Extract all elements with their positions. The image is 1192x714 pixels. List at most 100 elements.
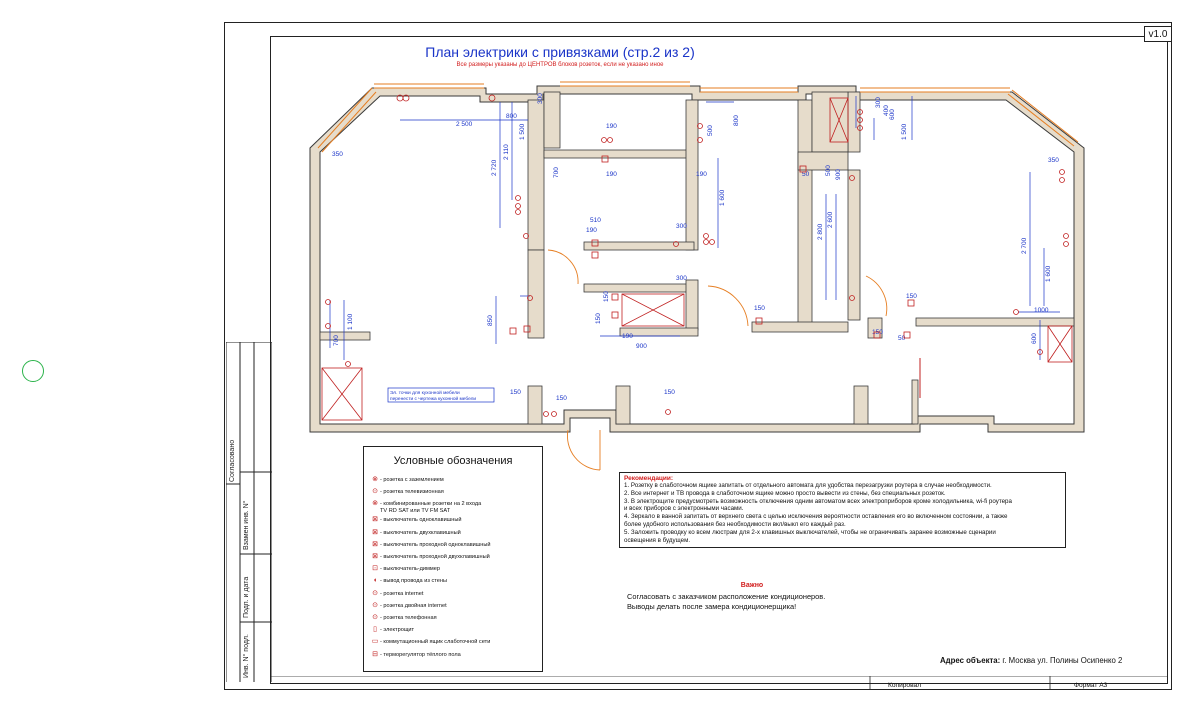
socket-icon [515,195,521,201]
switch-icon [799,165,807,173]
bottom-stamp-lines [270,676,1168,690]
dim-label: 600 [889,109,896,120]
dim-label: 190 [622,333,633,340]
socket-icon [1059,177,1065,183]
socket-icon [402,94,410,102]
recommendation-line: 4. Зеркало в ванной запитать от верхнего… [624,513,1008,521]
address-label: Адрес объекта: [940,656,1001,665]
dim-label: 1 500 [901,123,908,140]
socket-icon [697,137,703,143]
legend-item-label: - выключатель проходной двухклавишный [380,554,490,560]
recommendations-title: Рекомендации: [624,475,674,482]
switch-icon [907,299,915,307]
dim-label: 300 [537,93,544,104]
recommendation-line: 3. В электрощите предусмотреть возможнос… [624,497,1012,505]
address-value: г. Москва ул. Полины Осипенко 2 [1002,656,1123,665]
marker-circle[interactable] [22,360,44,382]
legend-title: Условные обозначения [393,455,513,467]
socket-icon [515,209,521,215]
dim-label: 500 [825,165,832,176]
drawing-frame-outer [224,22,1172,690]
legend-item: ⊟- терморегулятор тёплого пола [370,651,540,659]
switch-icon [611,293,619,301]
dim-label: 150 [664,389,675,396]
recommendation-line: 5. Заложить проводку ко всем люстрам для… [624,528,996,536]
dim-label: 190 [606,171,617,178]
recommendation-line: и всех приборов с электронными часами. [624,505,744,513]
legend-item: ⊠- выключатель одноклавишный [370,517,540,524]
dim-label: 2 800 [817,223,824,240]
socket-icon [709,239,715,245]
socket-icon [849,175,855,181]
socket-icon [345,361,351,367]
dim-label: 150 [754,305,765,312]
legend-symbol-icon: ⊙ [372,488,378,496]
dim-label: 50 [898,335,906,342]
socket-icon [488,94,496,102]
version-badge: v1.0 [1144,26,1172,42]
legend-symbol-icon: ⊙ [372,589,378,597]
socket-icon [857,125,863,131]
legend-item-label: - вывод провода из стены [380,578,447,585]
recommendations-box: Рекомендации: 1. Розетку в слаботочном я… [619,472,1066,548]
socket-icon [523,233,529,239]
dim-label: 150 [595,313,602,324]
socket-icon [697,123,703,129]
switch-icon [903,331,911,339]
legend-item-label: - выключатель проходной одноклавишный [380,541,491,548]
legend-symbol-icon: ⊠ [372,540,378,548]
socket-icon [515,203,521,209]
switch-icon [873,331,881,339]
object-address: Адрес объекта: г. Москва ул. Полины Осип… [940,656,1122,665]
legend-symbol-icon: ⊡ [372,565,378,573]
legend-symbol-icon: ⊙ [372,601,378,609]
drawing-frame-inner [270,36,1168,684]
dim-label: 850 [487,315,494,326]
dim-label: 1 600 [1045,265,1052,282]
legend-item: ⊡- выключатель-диммер [370,565,540,573]
legend-item: ◖- вывод провода из стены [370,578,540,585]
recommendations-lines: 1. Розетку в слаботочном ящике запитать … [624,482,1061,544]
legend-item: ▭- коммутационный ящик слаботочной сети [370,639,540,646]
socket-icon [1063,233,1069,239]
legend-symbol-icon: ⊗ [372,476,378,483]
legend-item-label: - розетка двойная internet [380,602,447,609]
dim-label: 2 720 [491,159,498,176]
socket-icon [543,411,549,417]
legend-item-label: - коммутационный ящик слаботочной сети [380,639,491,646]
legend-item: ⊠- выключатель проходной двухклавишный [370,553,540,561]
legend-item-label: - электрощит [380,627,415,634]
dim-label: 2 600 [827,211,834,228]
socket-icon [703,233,709,239]
important-line-1: Согласовать с заказчиком расположение ко… [627,592,826,601]
legend-symbol-icon: ▭ [371,638,379,646]
recommendation-line: освещения в будущем. [624,536,691,544]
socket-icon [527,295,533,301]
socket-icon [1013,309,1019,315]
legend-symbol-icon: ⊠ [372,528,378,536]
dim-label: 800 [733,115,740,126]
legend-item-label: - терморегулятор тёплого пола [380,651,461,658]
dim-label: 1 100 [347,313,354,330]
dim-label: 800 [506,113,517,120]
switch-icon [509,327,517,335]
socket-icon [673,241,679,247]
legend-item-label: - розетка с заземлением [380,477,444,483]
socket-icon [325,299,331,305]
socket-icon [857,117,863,123]
dim-label: 2 700 [1021,237,1028,254]
dim-label: 150 [556,395,567,402]
dim-label: 190 [696,171,707,178]
socket-icon [665,409,671,415]
socket-icon [607,137,613,143]
socket-icon [1063,241,1069,247]
legend-symbol-icon: ◖ [372,577,378,585]
legend-item-label: - выключатель-диммер [380,566,440,573]
legend-symbol-icon: ⊠ [372,553,378,560]
kitchen-note-line-2: перенести с чертежа кухонной мебели [390,395,476,402]
legend-item-label: - розетка телевизионная [380,489,444,496]
legend-item-label: - комбинированные розетки на 2 входа TV … [380,501,482,514]
legend-item: ⊗- розетка с заземлением [370,476,540,484]
socket-icon [1037,349,1043,355]
